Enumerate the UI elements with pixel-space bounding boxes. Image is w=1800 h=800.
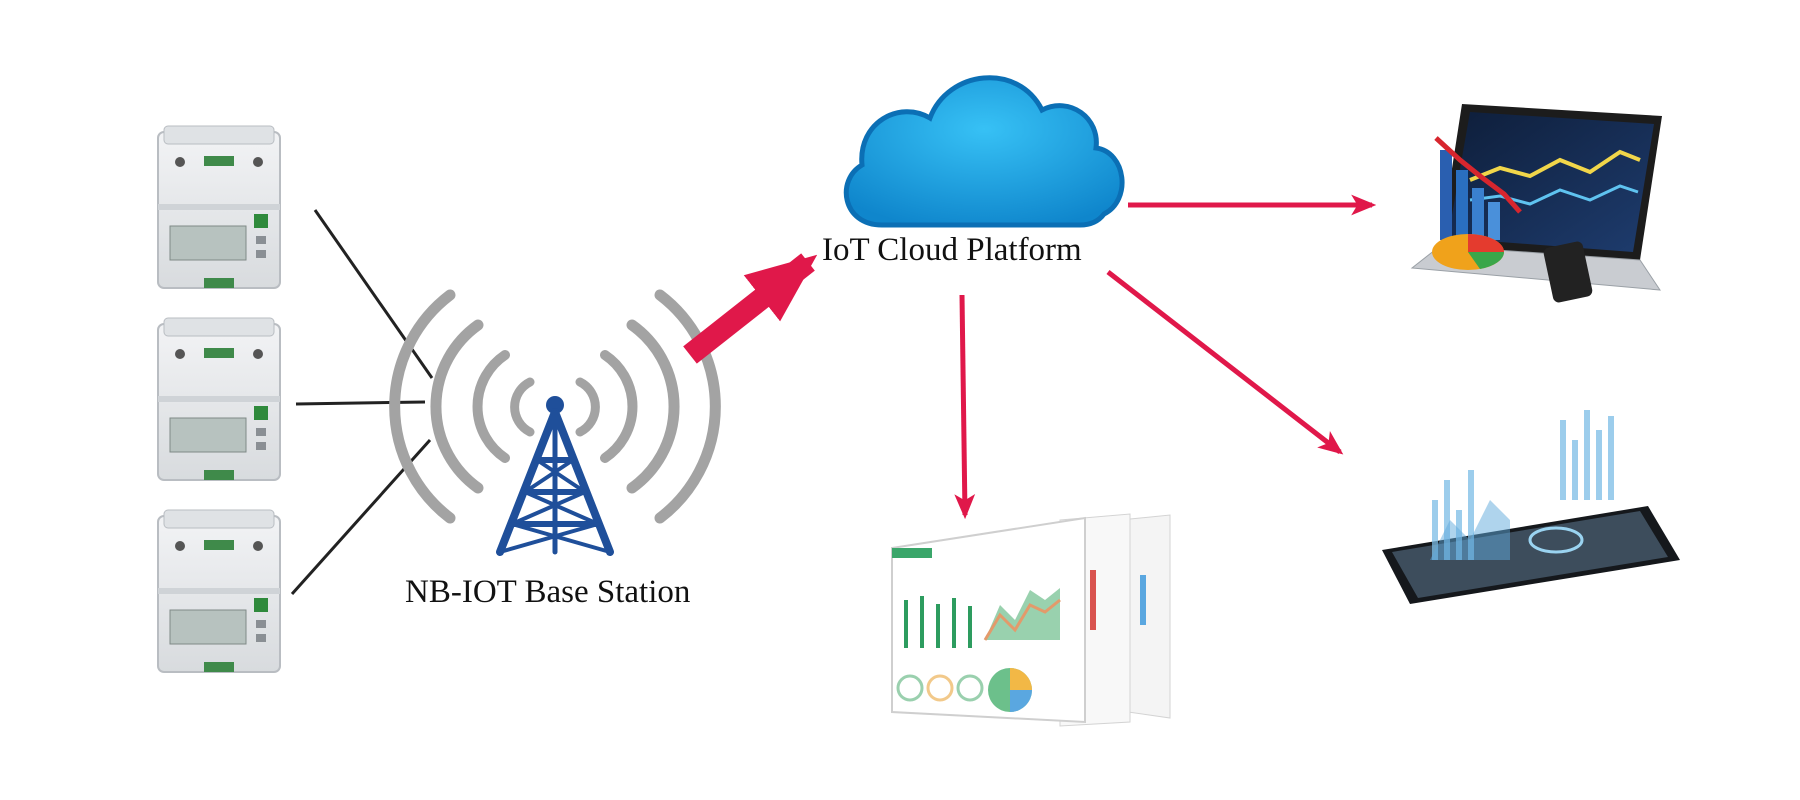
cloud-output-arrows xyxy=(954,194,1377,520)
cloud-platform-label: IoT Cloud Platform xyxy=(822,232,1082,268)
wire-meter-1 xyxy=(313,209,434,379)
laptop-dashboard-icon xyxy=(1410,104,1662,303)
energy-meter-1 xyxy=(157,125,281,289)
energy-meter-2 xyxy=(157,317,281,481)
meter-wires xyxy=(290,209,434,596)
bar-chart-props xyxy=(1434,136,1522,240)
energy-meter-3 xyxy=(157,509,281,673)
arrow-cloud-to-dashboard xyxy=(954,294,976,520)
wire-meter-2 xyxy=(295,400,426,406)
pie-chart-prop xyxy=(1432,234,1505,270)
arrow-cloud-to-phone xyxy=(1106,270,1344,455)
dashboard-bars xyxy=(904,596,972,648)
arrow-station-to-cloud xyxy=(683,253,818,364)
phone-prop xyxy=(1543,241,1593,303)
web-dashboard-icon xyxy=(891,513,1171,727)
smartphone-hologram-icon xyxy=(1382,410,1680,604)
cloud-icon xyxy=(843,75,1125,228)
radio-tower-icon xyxy=(496,396,614,556)
radio-waves-icon xyxy=(389,289,721,524)
base-station-label: NB-IOT Base Station xyxy=(405,574,691,610)
